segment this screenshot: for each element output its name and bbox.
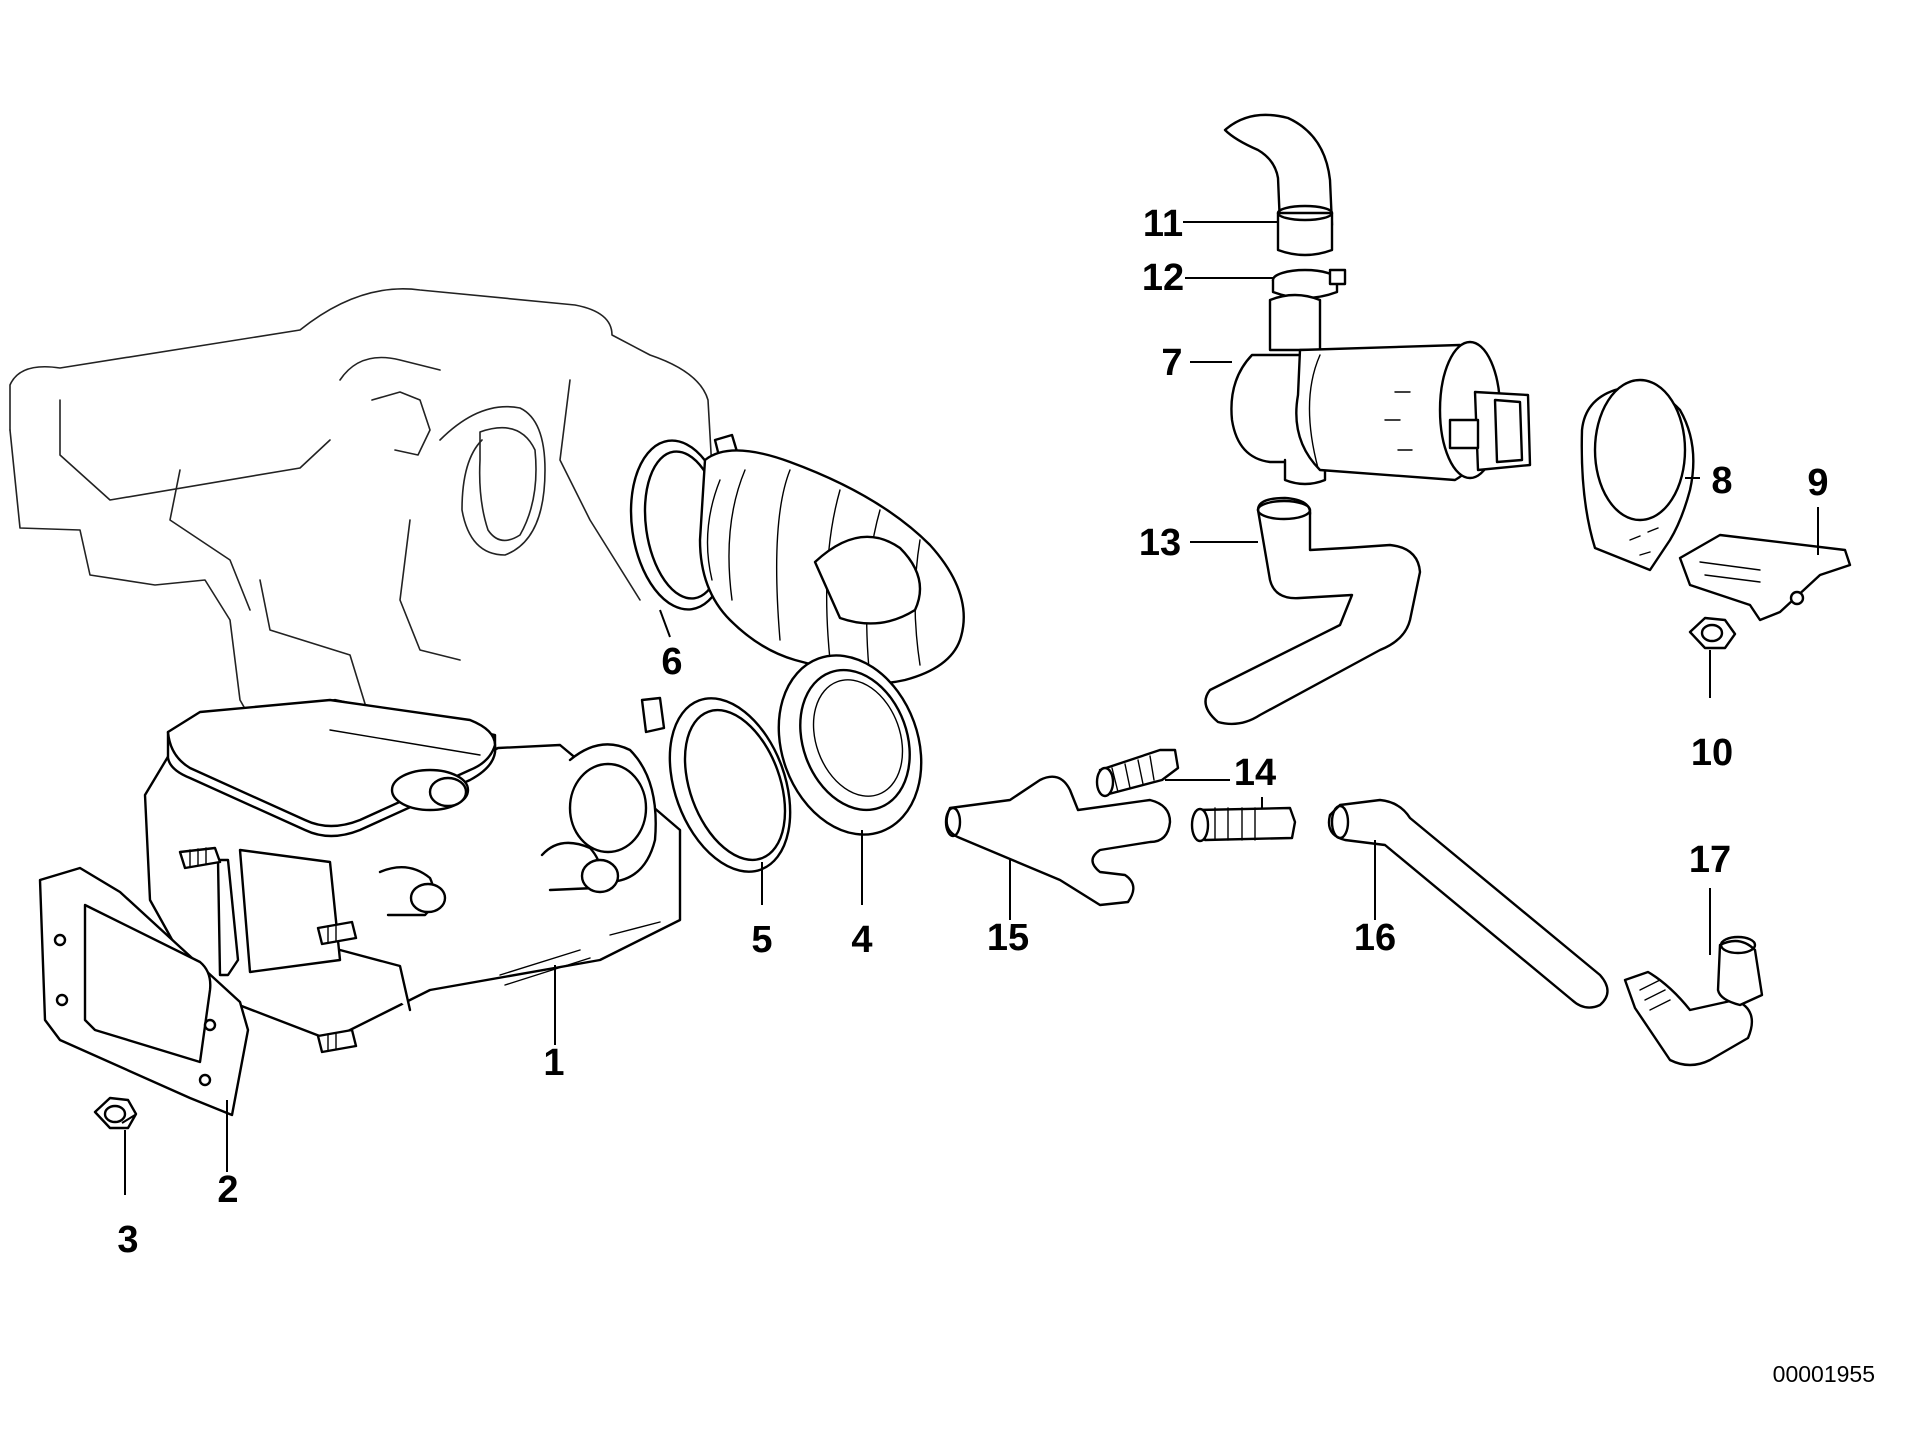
air-flow-meter — [143, 698, 682, 1042]
nut — [93, 1096, 138, 1130]
connector-upper — [1095, 748, 1180, 798]
callout-4: 4 — [851, 919, 872, 961]
intake-manifold-outline — [9, 288, 713, 736]
callout-9: 9 — [1807, 462, 1828, 504]
hose-clamp-lower — [640, 696, 792, 873]
callout-7: 7 — [1161, 342, 1182, 384]
document-number: 00001955 — [1773, 1361, 1875, 1387]
nut-10 — [1688, 616, 1737, 650]
callout-11: 11 — [1143, 203, 1183, 245]
y-pipe — [944, 775, 1172, 907]
callout-8: 8 — [1711, 460, 1732, 502]
callout-5: 5 — [751, 919, 772, 961]
callout-2: 2 — [217, 1169, 238, 1211]
callout-3: 3 — [117, 1219, 138, 1261]
callout-15: 15 — [987, 917, 1029, 959]
callout-6: 6 — [661, 641, 682, 683]
callout-labels: 1 2 3 4 5 6 7 8 9 10 11 12 13 14 15 16 1… — [117, 203, 1828, 1261]
callout-14: 14 — [1234, 752, 1276, 794]
rubber-boot — [698, 449, 965, 836]
bracket-plate — [1678, 533, 1852, 622]
hose-clamp-small — [1271, 268, 1347, 300]
studs — [178, 846, 358, 1054]
bracket — [1580, 378, 1695, 572]
callout-12: 12 — [1142, 257, 1184, 299]
callout-13: 13 — [1139, 522, 1181, 564]
elbow-connector — [1623, 935, 1764, 1067]
elbow-hose — [1223, 113, 1334, 257]
idle-air-control-valve — [1230, 293, 1532, 486]
leader-lines — [121, 221, 1819, 1195]
callout-1: 1 — [543, 1042, 564, 1084]
gasket — [38, 866, 250, 1117]
connector-lower — [1190, 806, 1297, 843]
hose-13 — [1204, 496, 1422, 726]
hose-16 — [1327, 798, 1609, 1009]
callout-17: 17 — [1689, 839, 1731, 881]
callout-10: 10 — [1691, 732, 1733, 774]
callout-16: 16 — [1354, 917, 1396, 959]
